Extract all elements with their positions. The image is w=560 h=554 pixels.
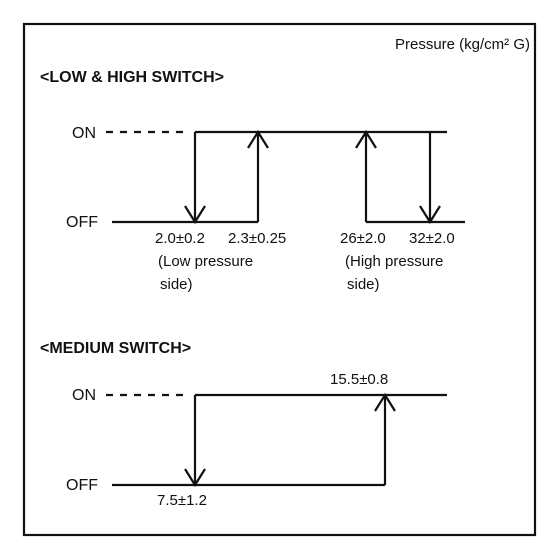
medium-off-label: OFF xyxy=(66,477,98,494)
medium-heading: <MEDIUM SWITCH> xyxy=(40,340,191,357)
medium-off-arrowhead xyxy=(184,468,206,488)
high-on-arrowhead xyxy=(355,129,377,149)
medium-on-label: ON xyxy=(72,387,96,404)
medium-off-value: 7.5±1.2 xyxy=(157,492,207,509)
low-note-line2: side) xyxy=(160,276,193,293)
high-note-line1: (High pressure xyxy=(345,253,443,270)
diagram-frame xyxy=(22,22,537,537)
medium-on-value: 15.5±0.8 xyxy=(330,371,388,388)
medium-on-arrowhead xyxy=(374,392,396,412)
high-off-arrowhead xyxy=(419,205,441,225)
high-note-line2: side) xyxy=(347,276,380,293)
low-on-arrowhead xyxy=(247,129,269,149)
low-high-heading: <LOW & HIGH SWITCH> xyxy=(40,69,224,86)
low-high-off-label: OFF xyxy=(66,214,98,231)
low-off-arrowhead xyxy=(184,205,206,225)
low-off-value: 2.0±0.2 xyxy=(155,230,205,247)
low-high-on-label: ON xyxy=(72,125,96,142)
high-on-value: 26±2.0 xyxy=(340,230,386,247)
unit-label: Pressure (kg/cm² G) xyxy=(395,36,530,53)
high-off-value: 32±2.0 xyxy=(409,230,455,247)
low-note-line1: (Low pressure xyxy=(158,253,253,270)
low-on-value: 2.3±0.25 xyxy=(228,230,286,247)
